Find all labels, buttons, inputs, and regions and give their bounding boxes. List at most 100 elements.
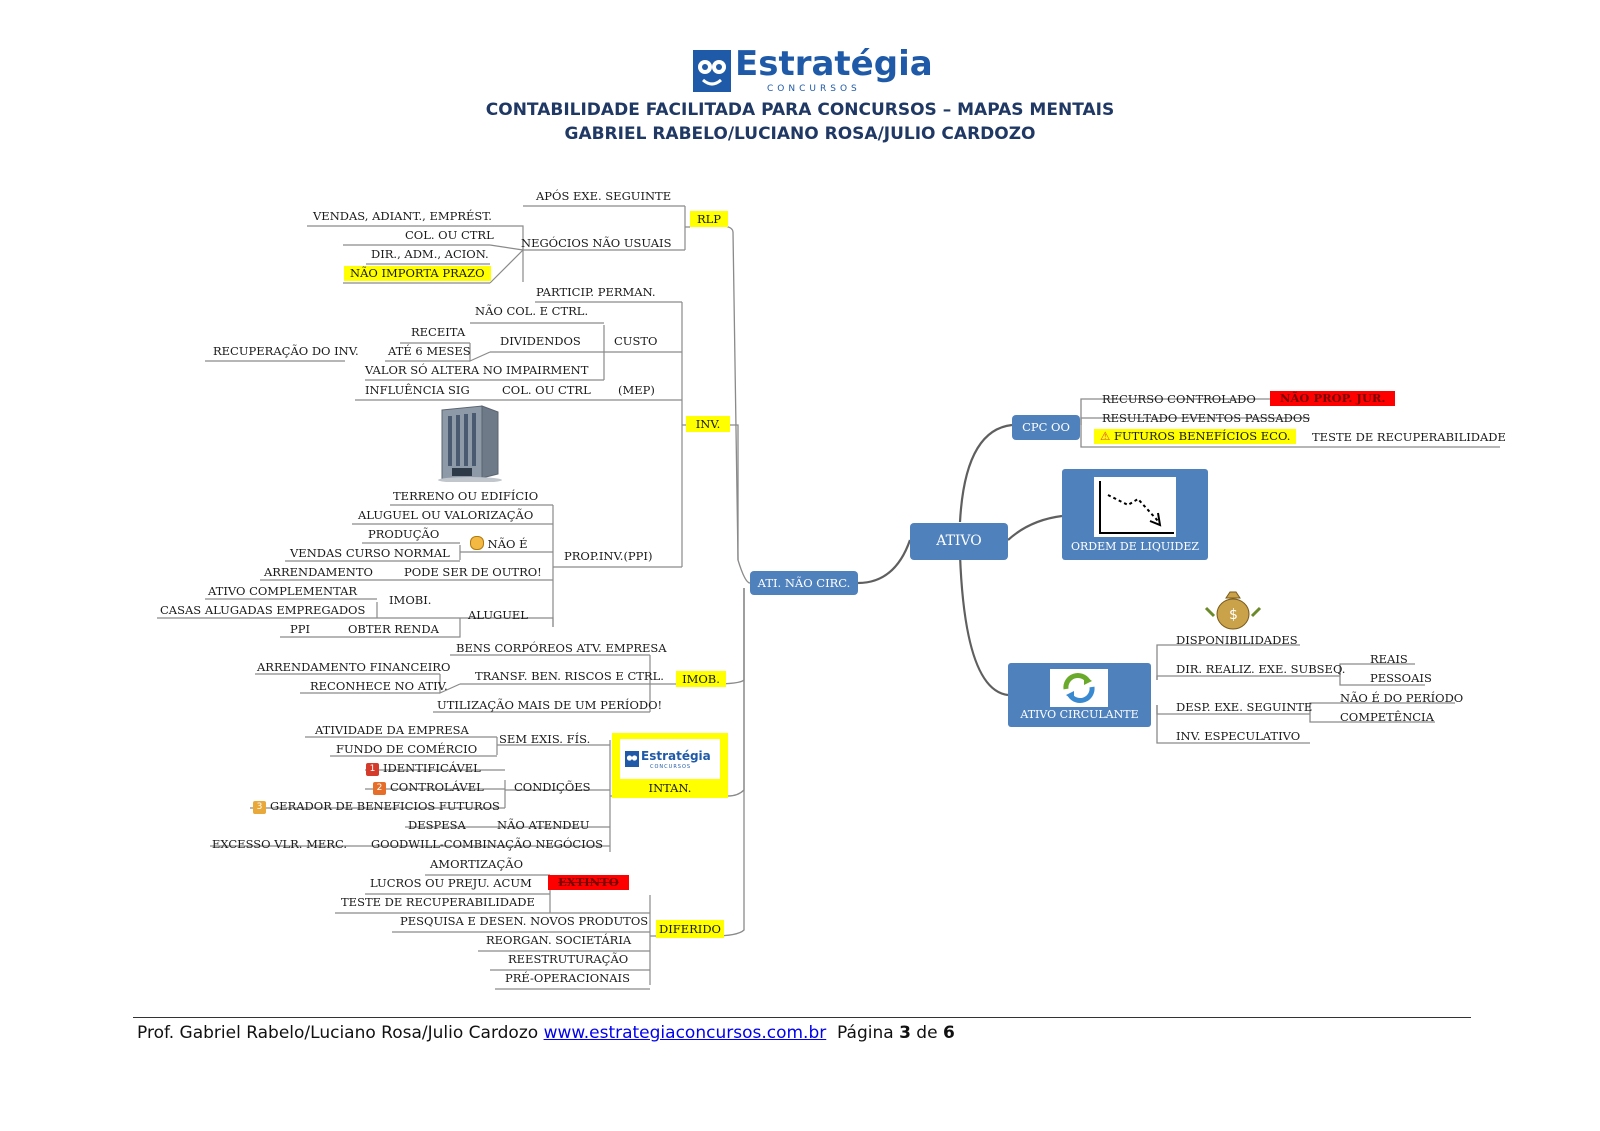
dif-reestruturacao: REESTRUTURAÇÃO xyxy=(508,952,629,966)
inv-ppi: PPI xyxy=(290,622,311,636)
intan-nao-atendeu: NÃO ATENDEU xyxy=(497,818,590,832)
header-logo: Estratégia CONCURSOS xyxy=(693,44,933,94)
intan-logo-sub: CONCURSOS xyxy=(650,764,692,770)
dir-pessoais: PESSOAIS xyxy=(1370,671,1432,685)
inv-terreno: TERRENO OU EDIFÍCIO xyxy=(393,489,539,503)
inv-casas: CASAS ALUGADAS EMPREGADOS xyxy=(160,603,366,617)
owl-logo-small-icon xyxy=(625,751,639,767)
dif-amortizacao: AMORTIZAÇÃO xyxy=(430,857,524,871)
intan-logo: Estratégia CONCURSOS xyxy=(620,739,720,779)
dif-lucros: LUCROS OU PREJU. ACUM xyxy=(370,876,532,890)
inv-obter-renda: OBTER RENDA xyxy=(348,622,439,636)
cpc-futuros-beneficios-label: FUTUROS BENEFÍCIOS ECO. xyxy=(1113,429,1291,443)
money-bag-icon: $ xyxy=(1202,588,1264,632)
inv-valor: VALOR SÓ ALTERA NO IMPAIRMENT xyxy=(365,363,589,377)
intan-despesa: DESPESA xyxy=(408,818,466,832)
node-ativo-circulante[interactable]: ATIVO CIRCULANTE xyxy=(1008,663,1151,727)
confused-face-icon xyxy=(470,536,484,550)
node-inv[interactable]: INV. xyxy=(686,416,730,432)
intan-label: INTAN. xyxy=(648,781,692,795)
imob-bens: BENS CORPÓREOS ATV. EMPRESA xyxy=(456,641,667,655)
imob-transf: TRANSF. BEN. RISCOS E CTRL. xyxy=(475,669,664,683)
desp-nao-periodo: NÃO É DO PERÍODO xyxy=(1340,691,1464,705)
desp-competencia: COMPETÊNCIA xyxy=(1340,710,1434,724)
page-title: CONTABILIDADE FACILITADA PARA CONCURSOS … xyxy=(485,100,1115,120)
warning-icon: ⚠ xyxy=(1100,429,1111,443)
intan-controlavel-label: CONTROLÁVEL xyxy=(390,780,484,794)
header-logo-subtext: CONCURSOS xyxy=(767,84,861,94)
inv-ate-6: ATÉ 6 MESES xyxy=(388,344,471,358)
node-rlp[interactable]: RLP xyxy=(690,211,728,227)
footer-site-link[interactable]: www.estrategiaconcursos.com.br xyxy=(543,1023,827,1043)
inv-nao-col: NÃO COL. E CTRL. xyxy=(475,304,589,318)
ac-disponibilidades: DISPONIBILIDADES xyxy=(1176,633,1298,647)
node-intan[interactable]: Estratégia CONCURSOS INTAN. xyxy=(612,733,728,798)
number-3-icon: 3 xyxy=(253,801,266,814)
node-cpc[interactable]: CPC OO xyxy=(1012,415,1080,440)
inv-arrendamento: ARRENDAMENTO xyxy=(264,565,373,579)
imob-arr-fin: ARRENDAMENTO FINANCEIRO xyxy=(257,660,451,674)
footer-page-label: Página xyxy=(826,1023,900,1043)
rlp-vendas: VENDAS, ADIANT., EMPRÉST. xyxy=(313,209,492,223)
cpc-recurso-controlado: RECURSO CONTROLADO xyxy=(1102,392,1256,406)
intan-logo-text: Estratégia xyxy=(641,749,711,763)
inv-col-ctrl: COL. OU CTRL xyxy=(502,383,591,397)
imob-reconhece: RECONHECE NO ATIV. xyxy=(310,679,448,693)
number-2-icon: 2 xyxy=(373,782,386,795)
intan-sem-exis: SEM EXIS. FÍS. xyxy=(499,732,591,746)
inv-aluguel-val: ALUGUEL OU VALORIZAÇÃO xyxy=(358,508,534,522)
header-logo-text: Estratégia xyxy=(735,44,933,84)
rlp-dir-adm: DIR., ADM., ACION. xyxy=(371,247,489,261)
footer-rule xyxy=(133,1017,1471,1018)
nao-prop-jur-badge: NÃO PROP. JUR. xyxy=(1270,391,1396,406)
svg-text:$: $ xyxy=(1229,607,1238,623)
inv-receita: RECEITA xyxy=(411,325,466,339)
intan-gerador-label: GERADOR DE BENEFICIOS FUTUROS xyxy=(270,799,500,813)
footer-page-total: 6 xyxy=(942,1023,955,1043)
node-ati-nao-circ[interactable]: ATI. NÃO CIRC. xyxy=(750,571,858,595)
rlp-negocios: NEGÓCIOS NÃO USUAIS xyxy=(521,236,672,250)
chart-decline-icon xyxy=(1094,477,1176,537)
node-ordem-liquidez[interactable]: ORDEM DE LIQUIDEZ xyxy=(1062,469,1208,560)
intan-fundo: FUNDO DE COMÉRCIO xyxy=(336,742,478,756)
dif-pesquisa: PESQUISA E DESEN. NOVOS PRODUTOS xyxy=(400,914,649,928)
inv-ativo-compl: ATIVO COMPLEMENTAR xyxy=(208,584,358,598)
ac-inv-especulativo: INV. ESPECULATIVO xyxy=(1176,729,1301,743)
ativo-circulante-label: ATIVO CIRCULANTE xyxy=(1020,708,1139,721)
footer-page-number: 3 xyxy=(899,1023,911,1043)
ac-dir-realiz: DIR. REALIZ. EXE. SUBSEQ. xyxy=(1176,662,1346,676)
node-ativo[interactable]: ATIVO xyxy=(910,523,1008,560)
inv-pode-ser: PODE SER DE OUTRO! xyxy=(404,565,542,579)
cpc-resultado-eventos: RESULTADO EVENTOS PASSADOS xyxy=(1102,411,1311,425)
inv-nao-e: NÃO É xyxy=(470,536,528,552)
ordem-liquidez-label: ORDEM DE LIQUIDEZ xyxy=(1070,540,1200,553)
inv-aluguel: ALUGUEL xyxy=(468,608,528,622)
inv-nao-e-label: NÃO É xyxy=(487,537,528,551)
inv-influencia: INFLUÊNCIA SIG xyxy=(365,383,470,397)
inv-vendas-curso: VENDAS CURSO NORMAL xyxy=(290,546,450,560)
footer: Prof. Gabriel Rabelo/Luciano Rosa/Julio … xyxy=(137,1023,955,1043)
cpc-futuros-beneficios: ⚠ FUTUROS BENEFÍCIOS ECO. xyxy=(1094,429,1297,444)
inv-mep: (MEP) xyxy=(618,383,655,397)
building-icon xyxy=(432,402,504,483)
inv-particip: PARTICIP. PERMAN. xyxy=(536,285,656,299)
intan-identificavel-label: IDENTIFICÁVEL xyxy=(383,761,481,775)
inv-custo: CUSTO xyxy=(614,334,658,348)
dif-teste: TESTE DE RECUPERABILIDADE xyxy=(341,895,535,909)
intan-gerador: 3 GERADOR DE BENEFICIOS FUTUROS xyxy=(253,799,500,814)
dir-reais: REAIS xyxy=(1370,652,1408,666)
intan-condicoes: CONDIÇÕES xyxy=(514,780,591,794)
intan-excesso: EXCESSO VLR. MERC. xyxy=(212,837,347,851)
footer-of-label: de xyxy=(910,1023,943,1043)
rlp-apos: APÓS EXE. SEGUINTE xyxy=(536,189,672,203)
dif-reorgan: REORGAN. SOCIETÁRIA xyxy=(486,933,632,947)
imob-utilizacao: UTILIZAÇÃO MAIS DE UM PERÍODO! xyxy=(437,698,663,712)
intan-goodwill: GOODWILL-COMBINAÇÃO NEGÓCIOS xyxy=(371,837,604,851)
inv-dividendos: DIVIDENDOS xyxy=(500,334,581,348)
node-diferido[interactable]: DIFERIDO xyxy=(656,920,724,938)
node-imob[interactable]: IMOB. xyxy=(676,671,726,687)
inv-producao: PRODUÇÃO xyxy=(368,527,440,541)
refresh-icon xyxy=(1050,669,1108,707)
number-1-icon: 1 xyxy=(366,763,379,776)
page-authors: GABRIEL RABELO/LUCIANO ROSA/JULIO CARDOZ… xyxy=(564,124,1036,144)
